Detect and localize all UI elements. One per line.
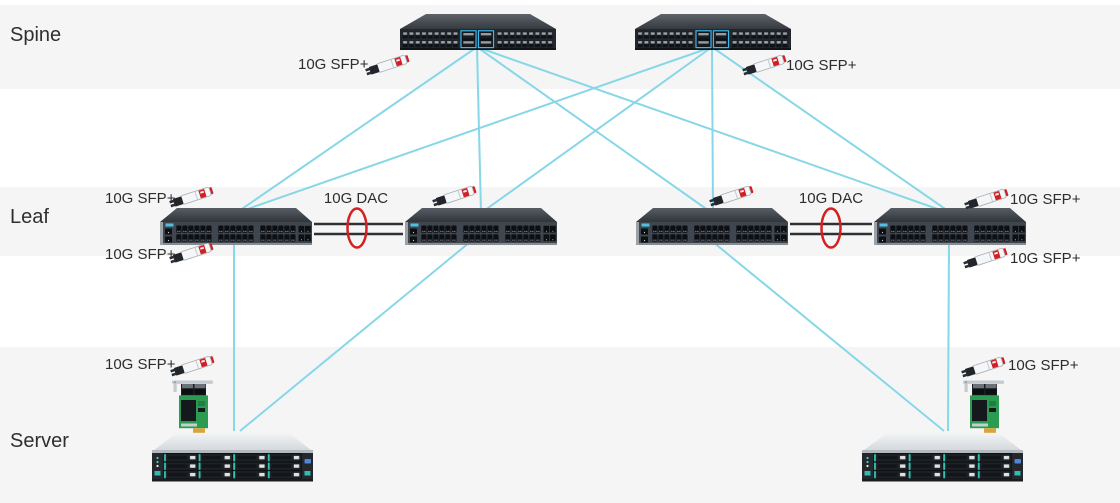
leaf1-sfp-label-top: 10G SFP+	[105, 190, 176, 207]
leaf-switch-4	[874, 208, 1026, 245]
link-spine1-leaf1	[235, 46, 478, 214]
sfp-transceiver-icon	[960, 355, 1007, 379]
spine1-sfp-label: 10G SFP+	[298, 56, 369, 73]
dac-cables	[314, 222, 872, 236]
leaf-tier-label: Leaf	[10, 206, 49, 228]
nic-card-icon-server2	[963, 380, 1004, 433]
link-spine1-leaf2	[476, 46, 482, 214]
leaf-switch-3	[636, 208, 788, 245]
leaf-switch-1	[160, 208, 312, 245]
leaf4-sfp-label-top: 10G SFP+	[1010, 191, 1081, 208]
link-leaf3-server2	[712, 241, 945, 432]
sfp-transceiver-icon	[963, 187, 1010, 211]
sfp-transceiver-icon	[364, 53, 411, 77]
leaf1-sfp-label-bottom: 10G SFP+	[105, 246, 176, 263]
server1-sfp-label: 10G SFP+	[105, 356, 176, 373]
server2-sfp-label: 10G SFP+	[1008, 357, 1079, 374]
spine-leaf-links	[235, 46, 952, 214]
sfp-transceiver-icon	[962, 246, 1009, 270]
dac-label-left: 10G DAC	[323, 190, 389, 207]
link-spine2-leaf1	[235, 46, 713, 214]
leaf4-sfp-label-bottom: 10G SFP+	[1010, 250, 1081, 267]
spine-switch-2	[634, 14, 792, 51]
link-spine2-leaf3	[711, 46, 714, 214]
spine-switch-1	[399, 14, 557, 51]
nic-card-icon-server1	[172, 380, 213, 433]
spine-tier-label: Spine	[10, 24, 62, 46]
leaf-switch-2	[405, 208, 557, 245]
sfp-transceiver-icon	[741, 53, 788, 77]
link-spine2-leaf2	[480, 46, 713, 214]
dac-label-right: 10G DAC	[798, 190, 864, 207]
spine-tier-band	[0, 5, 1120, 89]
sfp-transceiver-icon	[431, 184, 478, 208]
link-spine2-leaf4	[711, 46, 952, 214]
dac-highlight-ring	[820, 207, 842, 249]
sfp-transceiver-icon	[708, 184, 755, 208]
link-spine1-leaf3	[476, 46, 713, 214]
leaf-server-links	[233, 241, 950, 432]
server-1	[152, 433, 313, 482]
dac-highlight-ring	[346, 207, 368, 249]
link-leaf2-server1	[239, 241, 471, 432]
sfp-transceiver-icon	[168, 185, 215, 209]
sfp-transceiver-icon	[168, 241, 215, 265]
spine2-sfp-label: 10G SFP+	[786, 57, 857, 74]
server-2	[862, 433, 1023, 482]
link-leaf4-server2	[947, 241, 950, 432]
sfp-transceiver-icon	[169, 354, 216, 378]
server-tier-label: Server	[10, 430, 69, 452]
